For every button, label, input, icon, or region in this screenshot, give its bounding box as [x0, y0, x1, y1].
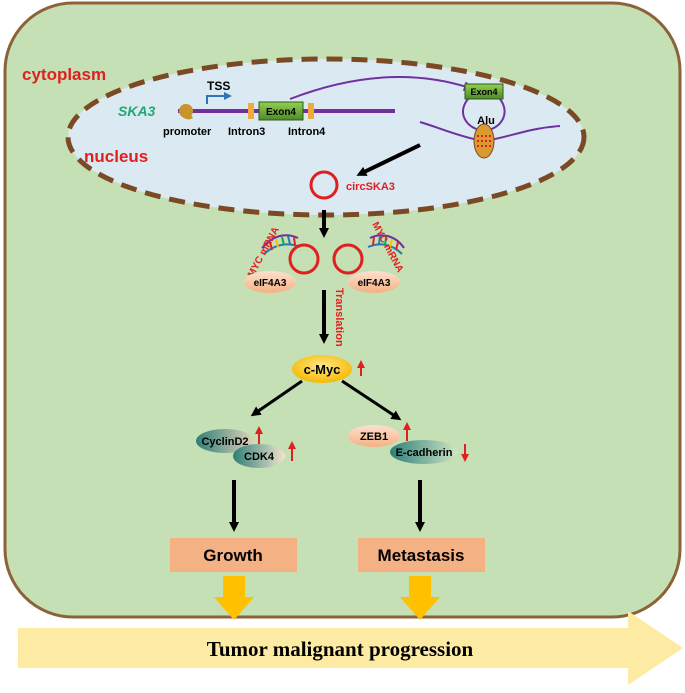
export-arrow	[356, 143, 421, 176]
exon4-box	[258, 101, 304, 121]
branch-arrow-metastasis	[341, 379, 402, 421]
translation-label: Translation	[333, 288, 345, 347]
intron3-label: Intron3	[228, 126, 265, 138]
nucleus-label: nucleus	[84, 147, 148, 166]
cdk4-label: CDK4	[244, 451, 275, 463]
eif4a3-left-label: eIF4A3	[254, 278, 287, 289]
circska3-ring	[309, 170, 339, 200]
growth-box	[170, 538, 297, 572]
circ-exon4-box	[464, 83, 504, 100]
intron4-marker	[308, 103, 314, 119]
promoter-label: promoter	[163, 126, 212, 138]
alu-element	[473, 123, 495, 159]
cdk4-shape	[233, 444, 285, 468]
intron3-marker	[248, 103, 254, 119]
branch-arrow-growth	[250, 379, 303, 417]
progression-arrow	[18, 611, 683, 685]
circska3-label: circSKA3	[346, 181, 395, 193]
alu-label: Alu	[477, 115, 495, 127]
growth-label: Growth	[203, 546, 263, 565]
ecadherin-label: E-cadherin	[396, 447, 453, 459]
growth-down-arrow	[214, 576, 254, 620]
exon4-label: Exon4	[266, 107, 296, 118]
tss-arrow	[206, 92, 232, 104]
zeb1-label: ZEB1	[360, 431, 388, 443]
eif4a3-right-label: eIF4A3	[358, 278, 391, 289]
progression-label: Tumor malignant progression	[207, 637, 474, 661]
cyclind2-label: CyclinD2	[201, 436, 248, 448]
circska3-ring-right	[332, 243, 364, 275]
eif4a3-right-shape	[348, 271, 400, 293]
intron-tail-right	[489, 125, 561, 141]
mrna-hairpin-right	[367, 234, 405, 255]
intron4-label: Intron4	[288, 126, 326, 138]
metastasis-label: Metastasis	[378, 546, 465, 565]
splicing-arrow	[289, 76, 474, 100]
promoter-icon	[179, 104, 193, 118]
cmyc-shape	[292, 355, 352, 383]
metastasis-box	[358, 538, 485, 572]
circ-exon4-label: Exon4	[470, 87, 497, 97]
cmyc-label: c-Myc	[304, 362, 341, 377]
cytoplasm-label: cytoplasm	[22, 65, 106, 84]
metastasis-down-arrow	[400, 576, 440, 620]
eif4a3-left-shape	[244, 271, 296, 293]
zeb1-shape	[348, 425, 400, 447]
cyclind2-shape	[196, 429, 254, 453]
gene-name: SKA3	[118, 103, 156, 119]
intron-tail-left	[419, 121, 479, 141]
ecadherin-shape	[390, 440, 458, 464]
tss-label: TSS	[207, 79, 230, 93]
circska3-ring-left	[288, 243, 320, 275]
